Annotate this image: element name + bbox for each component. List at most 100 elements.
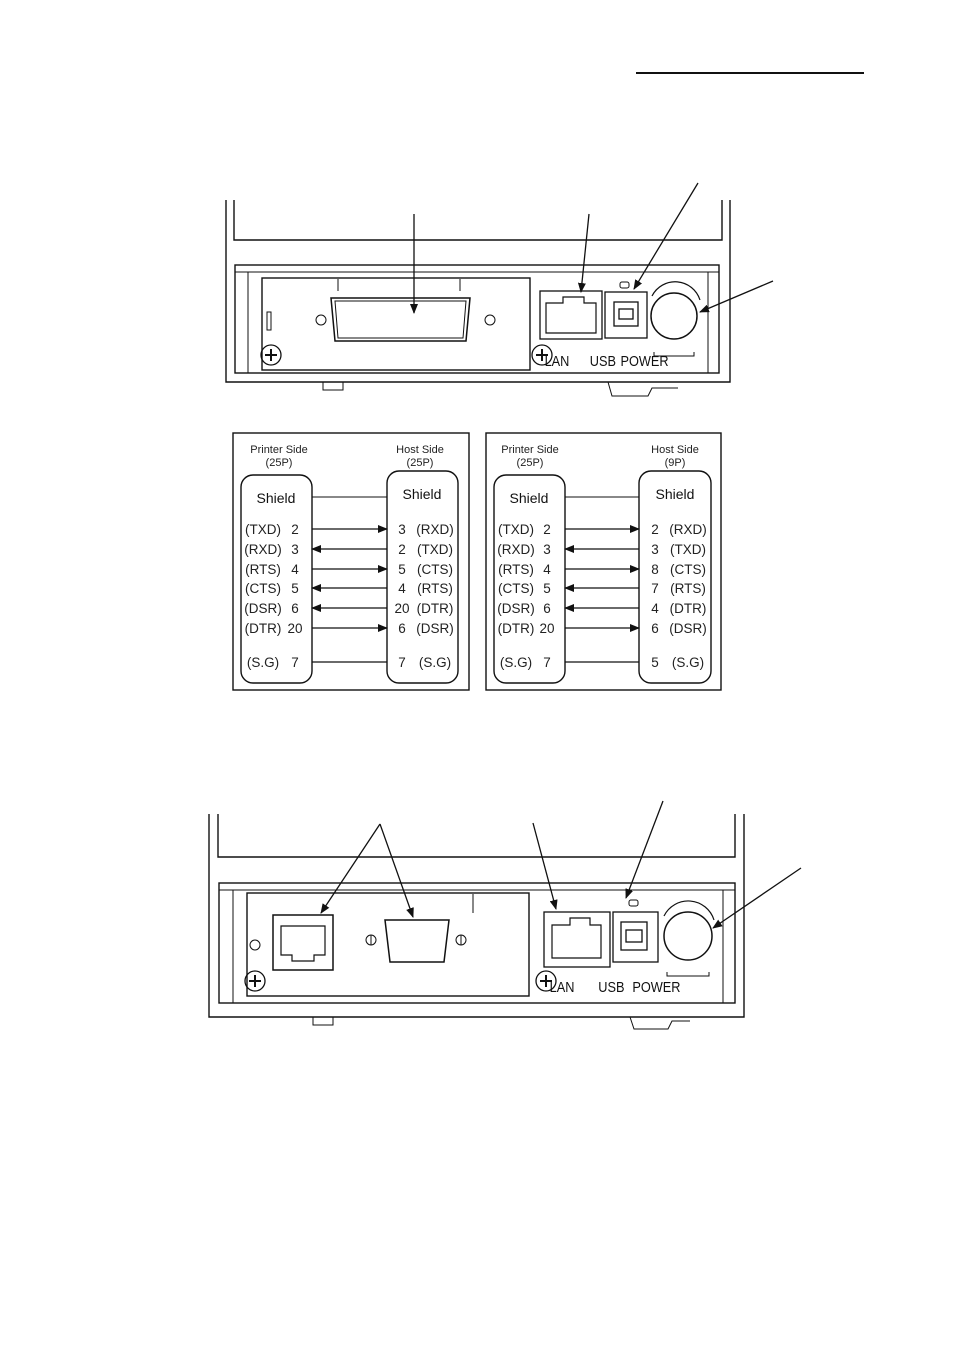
- printer-signal-label: (TXD): [245, 522, 281, 537]
- printer-pin-number: 7: [543, 655, 551, 670]
- lan-port: [543, 911, 611, 968]
- host-signal-label: (S.G): [672, 655, 704, 670]
- host-pin-number: 7: [398, 655, 406, 670]
- printer-signal-label: (DSR): [497, 601, 535, 616]
- lan-label: LAN: [550, 978, 575, 995]
- printer-rear-rj45-db9: LAN USB POWER: [208, 800, 802, 1030]
- host-connector-box: [638, 470, 712, 684]
- host-signal-label: (DSR): [416, 621, 454, 636]
- rj45-serial-port: [272, 914, 334, 971]
- callout-rj45: [320, 823, 381, 914]
- interface-card: [261, 277, 531, 371]
- shield-label: Shield: [510, 490, 549, 506]
- host-pin-number: 4: [651, 601, 659, 616]
- shield-label: Shield: [656, 486, 695, 502]
- host-pin-number: 5: [651, 655, 659, 670]
- host-pin-number: 7: [651, 581, 659, 596]
- printer-pin-number: 6: [543, 601, 551, 616]
- callout-lan: [532, 822, 558, 910]
- db25-serial-connector: [330, 297, 471, 342]
- host-pin-number: 3: [651, 542, 659, 557]
- printer-pin-number: 4: [543, 562, 551, 577]
- host-pin-number: 4: [398, 581, 406, 596]
- printer-signal-label: (RTS): [498, 562, 534, 577]
- host-signal-label: (TXD): [670, 542, 706, 557]
- printer-pin-number: 3: [543, 542, 551, 557]
- power-switch: [663, 900, 715, 977]
- printer-pin-number: 4: [291, 562, 299, 577]
- usb-label: USB: [590, 352, 616, 369]
- host-signal-label: (RTS): [417, 581, 453, 596]
- screw-icon: [260, 344, 282, 366]
- host-signal-label: (S.G): [419, 655, 451, 670]
- printer-pin-number: 3: [291, 542, 299, 557]
- printer-signal-label: (DTR): [245, 621, 282, 636]
- printer-pin-number: 7: [291, 655, 299, 670]
- printer-connector-box: [493, 474, 566, 684]
- interface-card: [246, 892, 530, 997]
- host-pin-number: 6: [651, 621, 659, 636]
- printer-pin-number: 6: [291, 601, 299, 616]
- printer-signal-label: (TXD): [498, 522, 534, 537]
- power-label: POWER: [632, 978, 680, 995]
- host-side-pins: (25P): [407, 457, 434, 469]
- host-signal-label: (CTS): [417, 562, 453, 577]
- host-pin-number: 6: [398, 621, 406, 636]
- db9-serial-connector: [365, 919, 467, 963]
- host-connector-box: [386, 470, 459, 684]
- printer-side-header: Printer Side: [501, 444, 558, 456]
- lan-port: [539, 290, 603, 340]
- printer-signal-label: (S.G): [247, 655, 279, 670]
- host-side-pins: (9P): [665, 457, 686, 469]
- callout-usb: [625, 800, 664, 899]
- host-signal-label: (RTS): [670, 581, 706, 596]
- shield-label: Shield: [403, 486, 442, 502]
- printer-side-pins: (25P): [517, 457, 544, 469]
- host-pin-number: 8: [651, 562, 659, 577]
- printer-pin-number: 2: [543, 522, 551, 537]
- callout-power: [699, 280, 774, 313]
- callout-db9: [379, 823, 414, 918]
- wiring-diagram-25p: Printer Side (25P) Host Side (25P) Shiel…: [232, 432, 470, 691]
- host-signal-label: (DTR): [670, 601, 707, 616]
- printer-pin-number: 5: [543, 581, 551, 596]
- host-pin-number: 2: [398, 542, 406, 557]
- power-label: POWER: [620, 352, 668, 369]
- host-pin-number: 20: [394, 601, 409, 616]
- shield-label: Shield: [257, 490, 296, 506]
- host-pin-number: 2: [651, 522, 659, 537]
- printer-pin-number: 20: [287, 621, 302, 636]
- callout-power: [712, 867, 802, 929]
- host-signal-label: (DTR): [417, 601, 454, 616]
- host-pin-number: 5: [398, 562, 406, 577]
- host-signal-label: (TXD): [417, 542, 453, 557]
- host-signal-label: (CTS): [670, 562, 706, 577]
- screw-icon: [535, 970, 557, 992]
- printer-pin-number: 5: [291, 581, 299, 596]
- host-side-header: Host Side: [651, 444, 699, 456]
- host-signal-label: (RXD): [416, 522, 454, 537]
- printer-signal-label: (CTS): [498, 581, 534, 596]
- host-signal-label: (RXD): [669, 522, 707, 537]
- power-switch: [650, 281, 701, 357]
- printer-signal-label: (DSR): [244, 601, 282, 616]
- printer-signal-label: (DTR): [498, 621, 535, 636]
- host-signal-label: (DSR): [669, 621, 707, 636]
- usb-port: [604, 281, 648, 339]
- usb-port: [612, 899, 659, 963]
- printer-signal-label: (RTS): [245, 562, 281, 577]
- printer-signal-label: (CTS): [245, 581, 281, 596]
- host-side-header: Host Side: [396, 444, 444, 456]
- printer-side-header: Printer Side: [250, 444, 307, 456]
- usb-label: USB: [598, 978, 624, 995]
- printer-pin-number: 20: [539, 621, 554, 636]
- printer-signal-label: (RXD): [497, 542, 535, 557]
- lan-label: LAN: [545, 352, 570, 369]
- printer-connector-box: [240, 474, 313, 684]
- printer-pin-number: 2: [291, 522, 299, 537]
- host-pin-number: 3: [398, 522, 406, 537]
- screw-icon: [531, 344, 553, 366]
- wiring-diagram-9p: Printer Side (25P) Host Side (9P) Shield…: [485, 432, 722, 691]
- screw-icon: [244, 970, 266, 992]
